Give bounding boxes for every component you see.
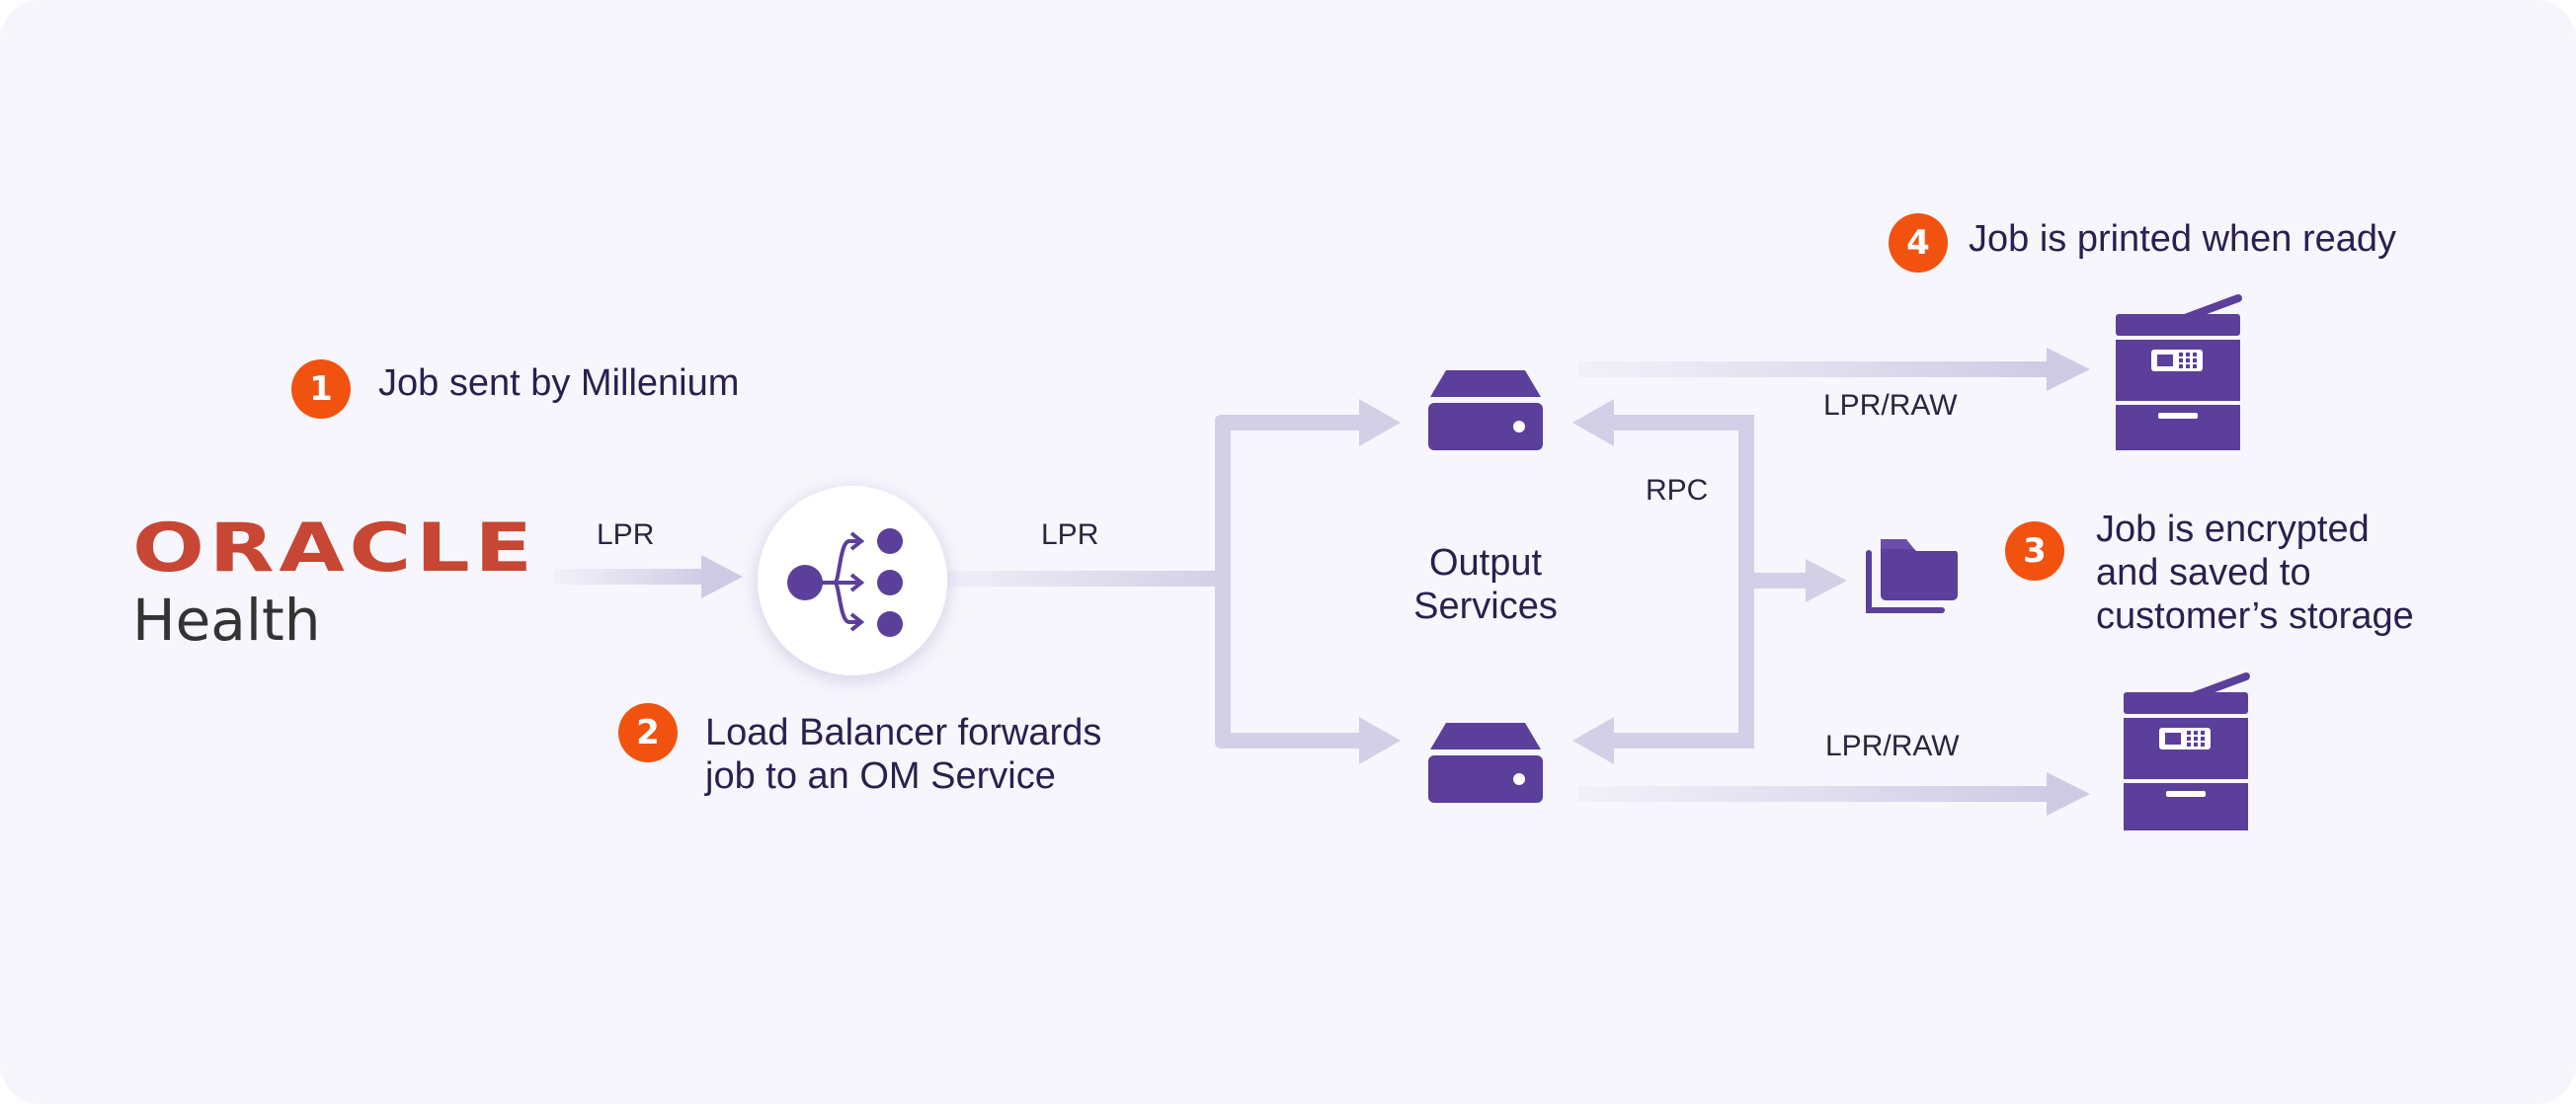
step-badge-1: 1 (291, 359, 351, 419)
printer-icon (2116, 294, 2242, 450)
protocol-label-rpc: RPC (1646, 474, 1709, 507)
step-3-label-line2: and saved to (2096, 552, 2311, 593)
protocol-label-lpr-out: LPR (1041, 518, 1099, 551)
logo-wordmark: ORACLE (132, 509, 537, 588)
protocol-label-lpr-raw-bottom: LPR/RAW (1825, 730, 1960, 762)
arrow-top-server-to-printer (1578, 348, 2090, 391)
output-services-label-line2: Services (1413, 586, 1558, 627)
step-badge-4: 4 (1889, 213, 1948, 273)
step-2-label-line1: Load Balancer forwards (705, 712, 1102, 753)
printer-icon (2124, 672, 2250, 830)
arrow-lb-to-services (948, 399, 1401, 764)
step-badge-3: 3 (2005, 521, 2064, 581)
server-icon (1428, 370, 1543, 450)
step-badge-2: 2 (618, 703, 678, 762)
step-3-label-line3: customer’s storage (2096, 595, 2414, 637)
load-balancer-icon (787, 528, 903, 637)
arrow-oracle-to-lb (553, 555, 743, 598)
step-4-label: Job is printed when ready (1969, 218, 2397, 260)
protocol-label-lpr-in: LPR (597, 518, 655, 551)
step-1-label: Job sent by Millenium (378, 362, 740, 404)
server-icon (1428, 723, 1543, 803)
rpc-connector (1572, 399, 1847, 764)
step-2-label-line2: job to an OM Service (705, 755, 1056, 797)
protocol-label-lpr-raw-top: LPR/RAW (1823, 389, 1958, 422)
output-services-label-line1: Output (1428, 542, 1543, 584)
load-balancer-node (758, 486, 947, 675)
folder-icon (1866, 539, 1958, 613)
step-3-label-line1: Job is encrypted (2096, 509, 2370, 550)
arrow-bottom-server-to-printer (1578, 772, 2090, 816)
logo-subtitle: Health (132, 587, 321, 654)
